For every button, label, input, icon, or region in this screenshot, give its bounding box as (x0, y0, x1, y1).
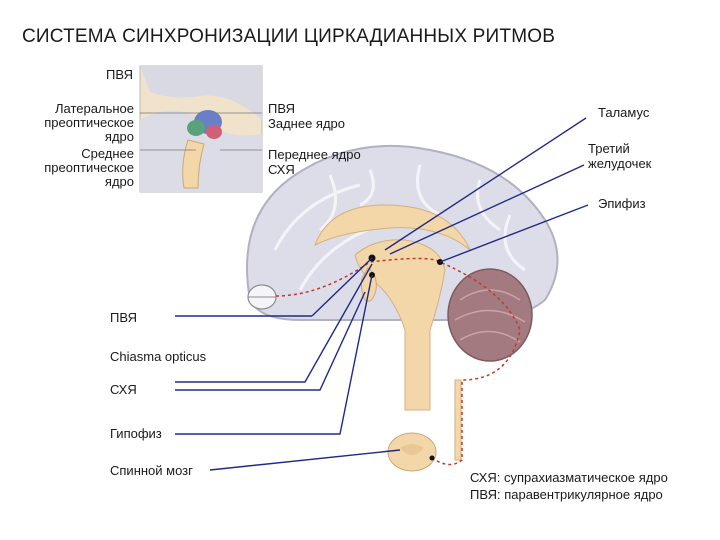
eye (247, 284, 277, 310)
inset-label-pvya: ПВЯ (106, 67, 133, 82)
inset-label-schya-right: СХЯ (268, 162, 295, 177)
hypothalamus-inset (139, 65, 263, 193)
median-preoptic-line2: преоптическое (44, 160, 134, 175)
pvya-label: ПВЯ (110, 310, 137, 325)
spinal-dot (429, 455, 435, 461)
anterior-nucleus-label: Переднее ядро (268, 147, 361, 162)
epiphysis-label: Эпифиз (598, 196, 646, 211)
hypophysis-label: Гипофиз (110, 426, 162, 441)
cerebellum (447, 268, 533, 362)
legend-line1: СХЯ: супрахиазматическое ядро (470, 470, 668, 485)
lateral-preoptic-line2: преоптическое (44, 115, 134, 130)
neural-pathway (275, 257, 521, 466)
leader-lines (175, 117, 589, 471)
legend-line2: ПВЯ: паравентрикулярное ядро (470, 487, 663, 502)
page-title: СИСТЕМА СИНХРОНИЗАЦИИ ЦИРКАДИАННЫХ РИТМО… (22, 26, 556, 47)
third-ventricle-line1: Третий (588, 141, 630, 156)
inset-label-pvya-right: ПВЯ (268, 101, 295, 116)
chiasma-label: Chiasma opticus (110, 349, 207, 364)
lateral-preoptic-line3: ядро (104, 129, 134, 144)
brainstem (354, 239, 446, 411)
schya-label: СХЯ (110, 382, 137, 397)
thalamus-label: Таламус (598, 105, 650, 120)
median-preoptic-line1: Среднее (81, 146, 134, 161)
third-ventricle-line2: желудочек (588, 156, 652, 171)
spinal-cord (387, 379, 462, 472)
spinal-cord-label: Спинной мозг (110, 463, 193, 478)
median-preoptic-line3: ядро (104, 174, 134, 189)
posterior-nucleus-label: Заднее ядро (268, 116, 346, 131)
lateral-preoptic-line1: Латеральное (55, 101, 134, 116)
